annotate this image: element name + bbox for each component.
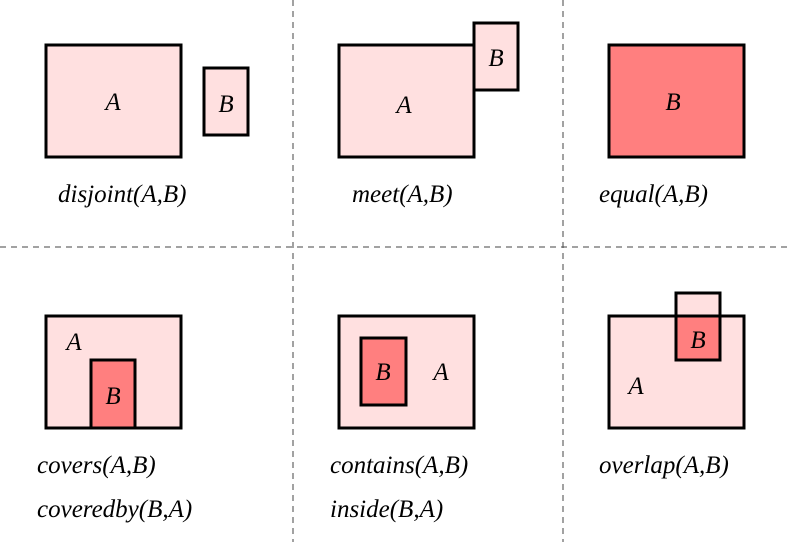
rect-b [359,336,408,407]
rect-b [202,66,250,137]
caption-disjoint: disjoint(A,B) [58,181,186,208]
label-a: A [103,89,121,116]
caption-coveredby: coveredby(B,A) [37,496,192,523]
label-b: B [488,45,503,72]
panel-disjoint: A B disjoint(A,B) [44,43,250,208]
rect-b [89,358,137,430]
label-b: B [218,91,233,118]
rect-a [44,43,183,159]
caption-inside: inside(B,A) [330,496,443,523]
panel-meet: A B meet(A,B) [337,21,520,208]
rect-a-b [607,43,746,159]
label-b: B [665,89,680,116]
label-b: B [690,327,705,354]
caption-meet: meet(A,B) [352,181,453,208]
panel-covers: A B covers(A,B) coveredby(B,A) [37,314,192,523]
label-a: A [64,329,82,356]
rect-intersection [674,314,722,362]
panel-contains: A B contains(A,B) inside(B,A) [330,314,476,523]
caption-equal: equal(A,B) [599,181,708,208]
panel-equal: B equal(A,B) [599,43,746,208]
caption-contains: contains(A,B) [330,452,468,479]
label-a: A [431,359,449,386]
caption-covers: covers(A,B) [37,452,156,479]
label-b: B [375,359,390,386]
label-a: A [394,92,412,119]
label-a: A [626,373,644,400]
panel-overlap: A B overlap(A,B) [599,291,746,479]
rect-a [337,43,476,159]
label-b: B [105,383,120,410]
caption-overlap: overlap(A,B) [599,452,729,479]
rect-b [472,21,520,92]
